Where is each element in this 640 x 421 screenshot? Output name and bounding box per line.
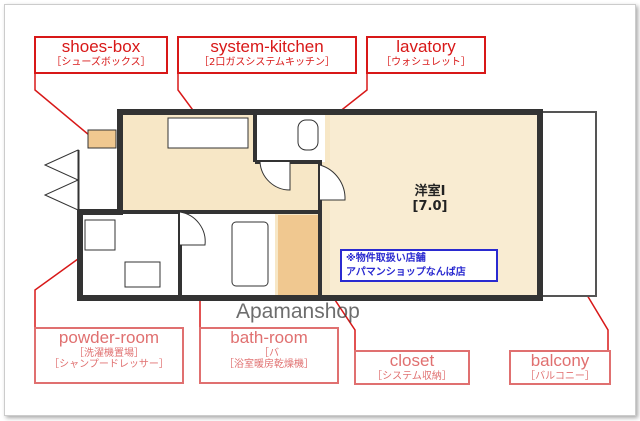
bathtub xyxy=(231,221,269,287)
label-bath-room: bath-room ［バ ［浴室暖房乾燥機］ xyxy=(199,327,339,384)
closet-area xyxy=(278,215,318,295)
label-sub: ［シューズボックス］ xyxy=(51,56,151,68)
kitchen-counter xyxy=(167,117,249,149)
label-title: closet xyxy=(389,351,435,370)
note-line: アパマンショップなんば店 xyxy=(346,266,466,278)
label-sub: ［シャンプードレッサー］ xyxy=(49,358,169,370)
label-sub: ［ウォシュレット］ xyxy=(381,56,471,68)
room-name: 洋室Ⅰ xyxy=(414,184,446,199)
label-sub: ［システム収納］ xyxy=(372,370,452,382)
label-title: shoes-box xyxy=(61,37,141,56)
label-title: powder-room xyxy=(58,328,160,347)
label-system-kitchen: system-kitchen ［2口ガスシステムキッチン］ xyxy=(177,36,357,74)
label-powder-room: powder-room ［洗濯機置場］ ［シャンプードレッサー］ xyxy=(34,327,184,384)
agent-note: ※物件取扱い店舗 アパマンショップなんば店 xyxy=(340,249,498,282)
label-sub: ［2口ガスシステムキッチン］ xyxy=(198,56,336,68)
room-size: [7.0] xyxy=(412,199,448,214)
label-sub: ［洗濯機置場］ xyxy=(74,347,144,359)
label-shoes-box: shoes-box ［シューズボックス］ xyxy=(34,36,168,74)
entrance-door xyxy=(43,149,79,211)
note-line: ※物件取扱い店舗 xyxy=(346,253,426,264)
label-title: bath-room xyxy=(230,328,308,347)
label-lavatory: lavatory ［ウォシュレット］ xyxy=(366,36,486,74)
room-label: 洋室Ⅰ [7.0] xyxy=(395,180,465,214)
label-title: lavatory xyxy=(396,37,456,56)
label-sub: ［浴室暖房乾燥機］ xyxy=(224,358,314,370)
label-balcony: balcony ［バルコニー］ xyxy=(509,350,611,385)
label-title: balcony xyxy=(530,351,590,370)
watermark: Apamanshop xyxy=(236,300,360,323)
label-sub: ［バルコニー］ xyxy=(525,370,595,382)
label-closet: closet ［システム収納］ xyxy=(354,350,470,385)
label-sub: ［バ xyxy=(259,347,279,359)
balcony-area xyxy=(539,111,597,297)
toilet xyxy=(297,119,319,151)
label-title: system-kitchen xyxy=(210,37,324,56)
